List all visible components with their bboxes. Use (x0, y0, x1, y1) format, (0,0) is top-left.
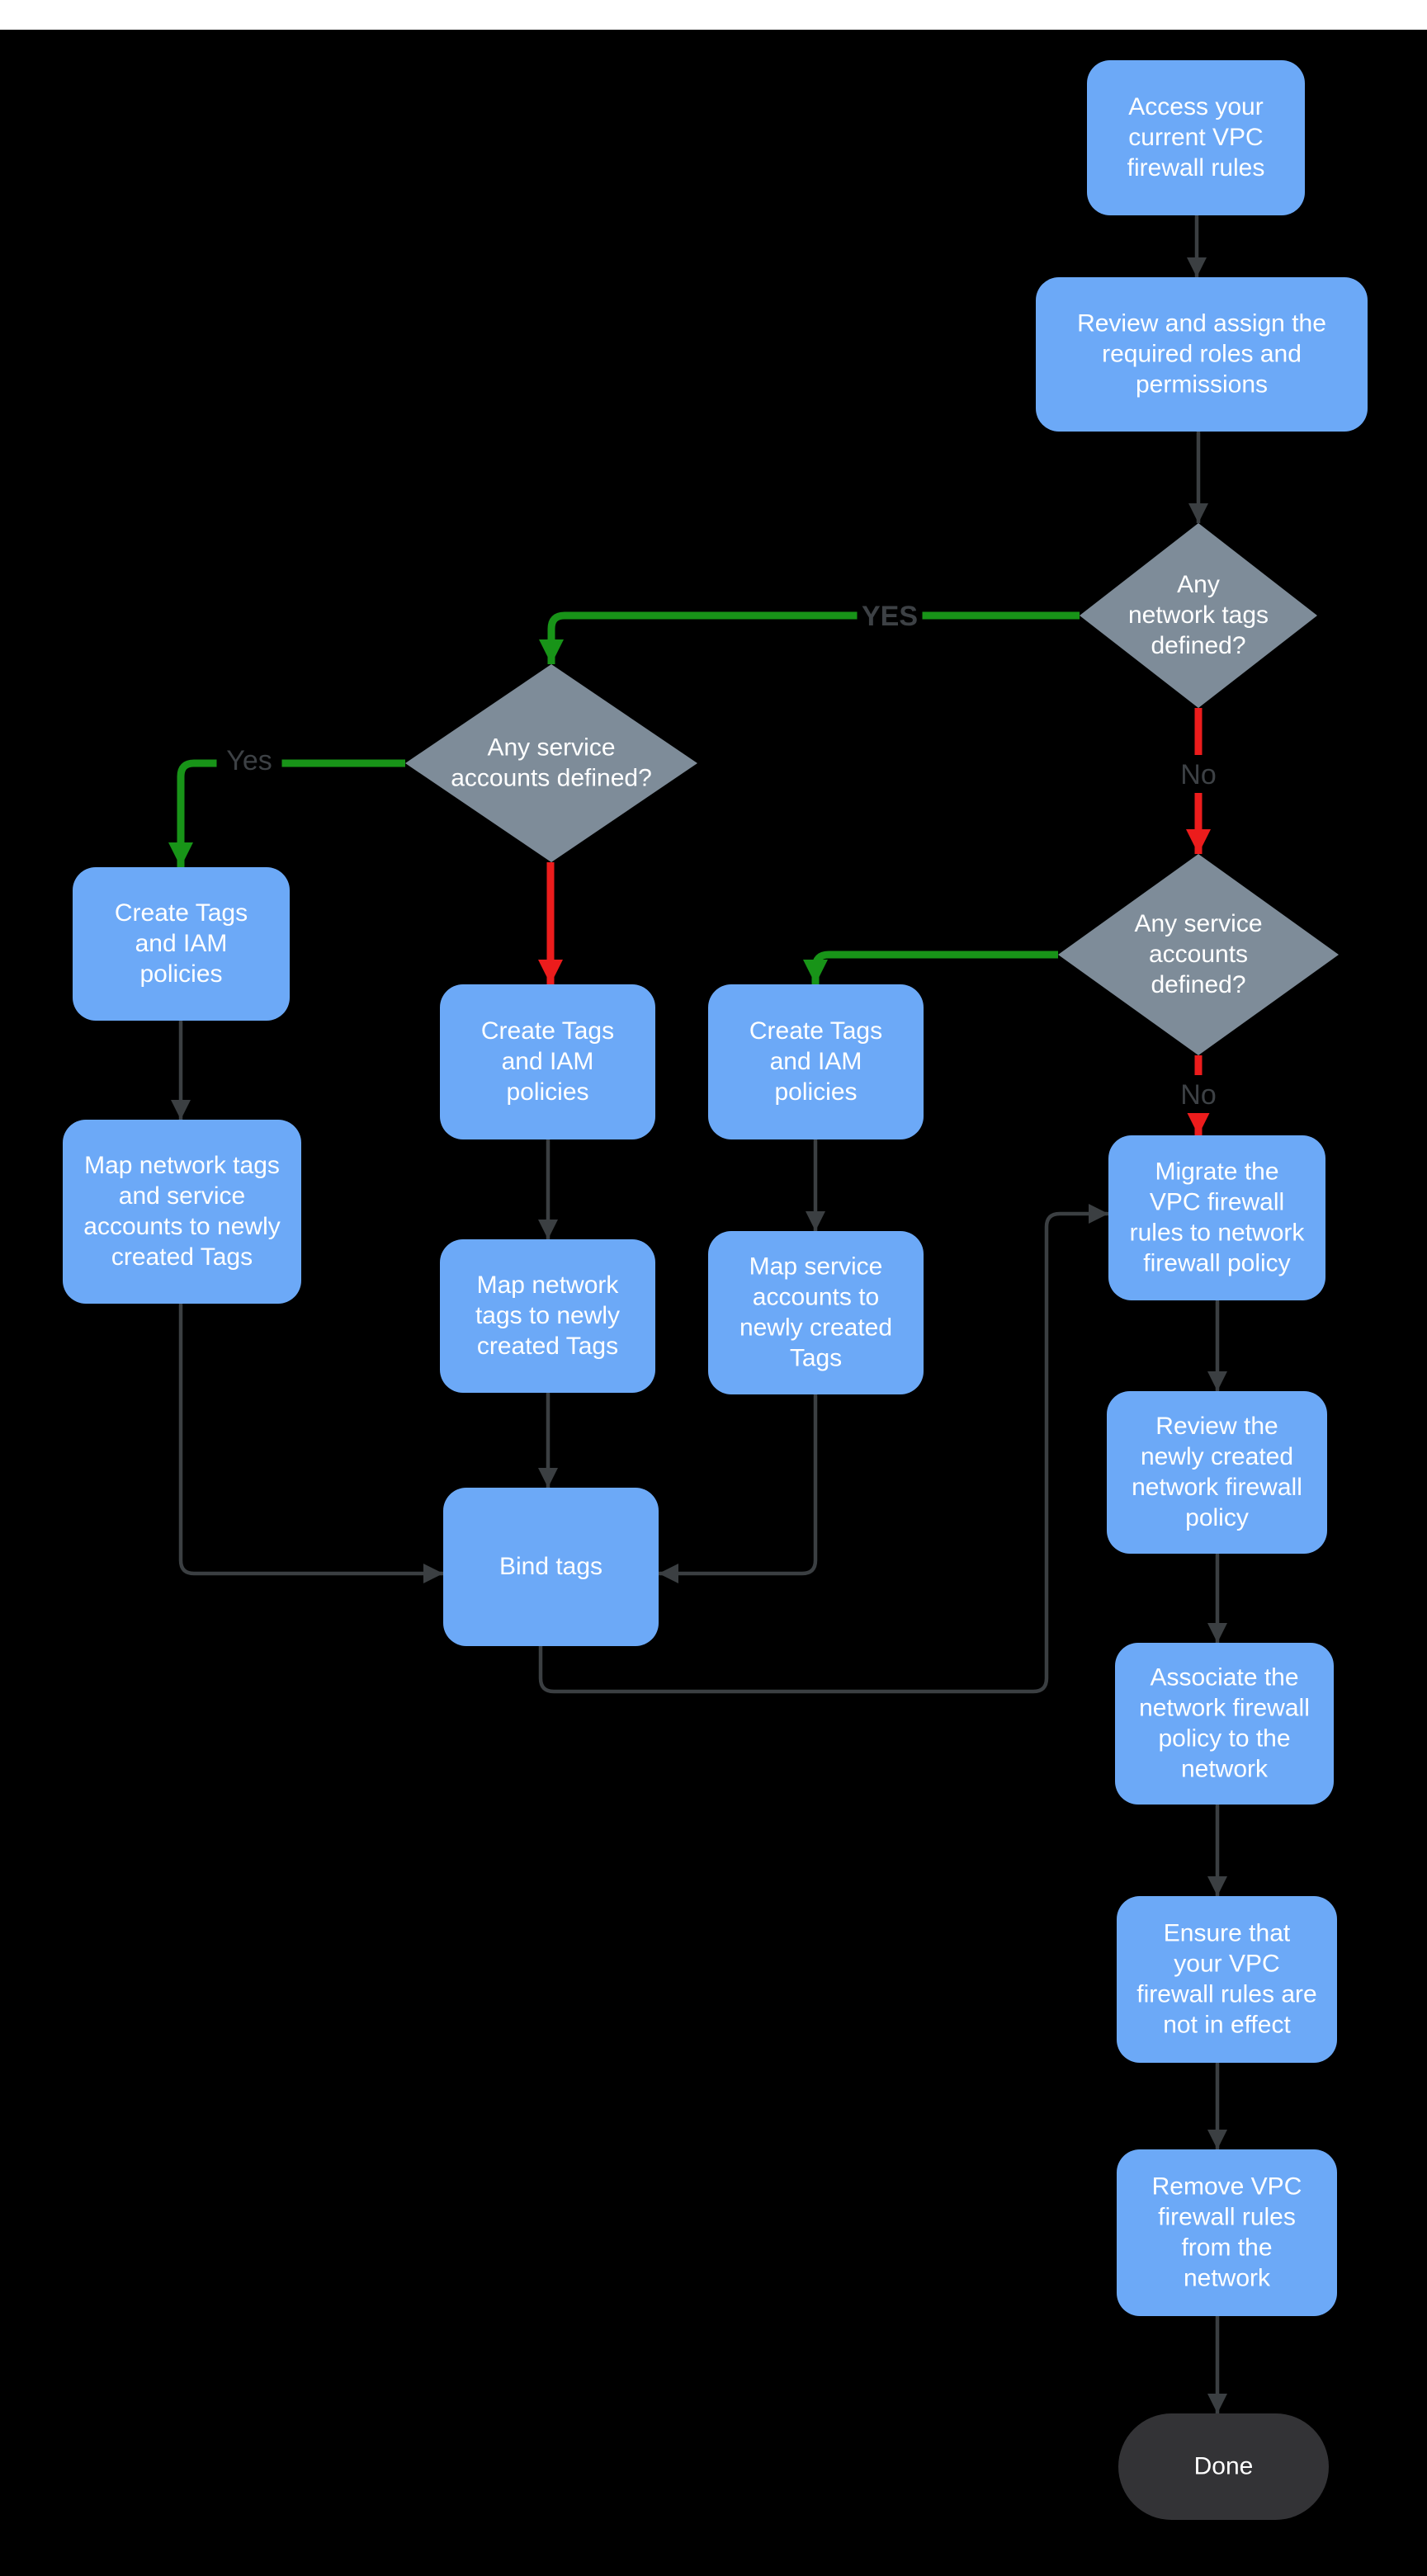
access-shape (1087, 60, 1305, 215)
node-done: Done (1118, 2413, 1329, 2520)
edge-label-backing (216, 741, 282, 779)
reviewNew-shape (1107, 1391, 1327, 1554)
mapR-shape (708, 1231, 924, 1394)
d1-diamond-shape (1080, 523, 1317, 708)
edge-label-d2-migrate: No (1174, 1075, 1222, 1113)
done-shape (1118, 2413, 1329, 2520)
edge-label-d1-d2: No (1174, 755, 1222, 793)
edge-label-backing (1174, 755, 1222, 793)
top-white-bar (0, 0, 1427, 30)
edge-d1-dL (539, 611, 1080, 664)
dL-diamond-shape (405, 664, 697, 862)
edge-label-text: No (1180, 1079, 1216, 1111)
bind-label: Bind tags (499, 1553, 602, 1580)
edge-mapL-bind (178, 1304, 443, 1583)
edge-label-text: YES (862, 601, 918, 632)
edge-bind-migrate (538, 1204, 1108, 1694)
associate-shape (1115, 1643, 1334, 1805)
ensure-shape (1117, 1896, 1337, 2063)
edge-d2-createR (803, 951, 1058, 984)
createL-shape (73, 867, 290, 1021)
mapM-shape (440, 1239, 655, 1393)
mapL-shape (63, 1120, 301, 1304)
edge-dL-createL (168, 759, 405, 867)
edge-label-backing (857, 597, 923, 635)
edge-label-text: No (1180, 759, 1216, 790)
node-bind: Bind tags (443, 1488, 659, 1646)
migrate-shape (1108, 1135, 1325, 1300)
createR-shape (708, 984, 924, 1139)
remove-shape (1117, 2149, 1337, 2316)
createM-shape (440, 984, 655, 1139)
edge-label-dL-createL: Yes (216, 741, 282, 779)
edge-label-text: Yes (226, 745, 272, 776)
bind-shape (443, 1488, 659, 1646)
done-label: Done (1194, 2453, 1254, 2480)
d2-diamond-shape (1058, 854, 1339, 1055)
edge-mapR-bind (659, 1394, 818, 1583)
review-shape (1036, 277, 1368, 432)
edge-label-backing (1174, 1075, 1222, 1113)
edge-label-d1-dL: YES (857, 597, 923, 635)
